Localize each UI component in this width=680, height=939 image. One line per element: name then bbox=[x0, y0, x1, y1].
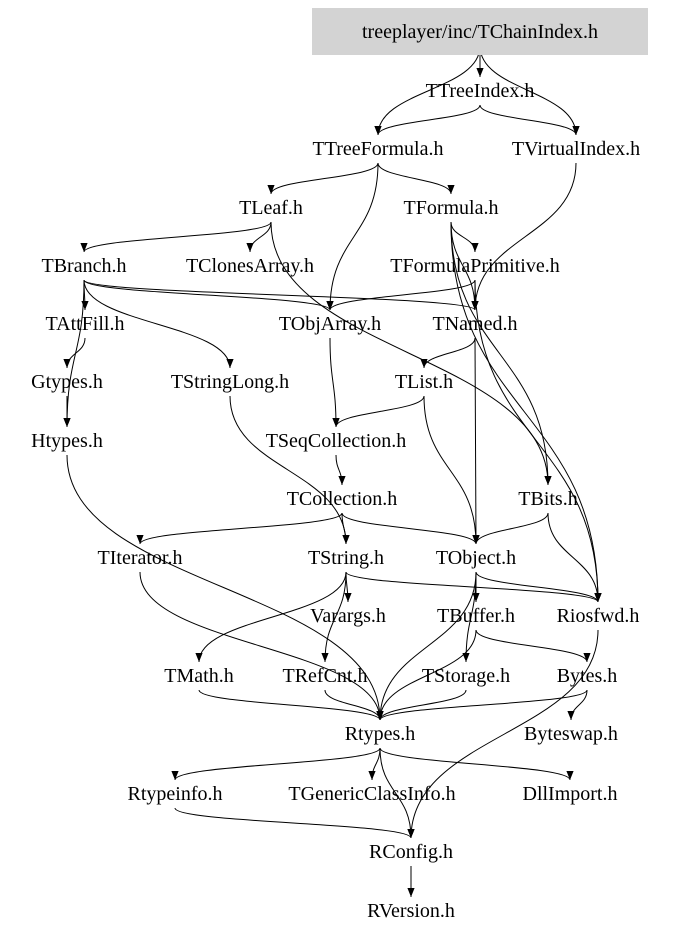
node-riosfwd-h[interactable]: Riosfwd.h bbox=[557, 605, 640, 627]
edge-20-26 bbox=[321, 571, 347, 663]
node-tlist-h[interactable]: TList.h bbox=[395, 371, 453, 393]
edge-13-20 bbox=[229, 395, 350, 545]
node-tgenericclassinfo-h[interactable]: TGenericClassInfo.h bbox=[288, 783, 455, 805]
node-tseqcollection-h[interactable]: TSeqCollection.h bbox=[266, 430, 407, 452]
edge-3-11 bbox=[471, 162, 577, 311]
node-dllimport-h[interactable]: DllImport.h bbox=[523, 783, 618, 805]
node-byteswap-h[interactable]: Byteswap.h bbox=[524, 723, 618, 745]
node-tbuffer-h[interactable]: TBuffer.h bbox=[437, 605, 515, 627]
edge-11-14 bbox=[420, 337, 476, 369]
edge-20-25 bbox=[195, 571, 347, 663]
node-rversion-h[interactable]: RVersion.h bbox=[367, 900, 455, 922]
edge-23-29 bbox=[376, 629, 477, 721]
edge-2-4 bbox=[267, 162, 379, 195]
edge-8-24 bbox=[474, 279, 602, 603]
node-ttreeformula-h[interactable]: TTreeFormula.h bbox=[313, 138, 444, 160]
edge-6-13 bbox=[83, 279, 234, 369]
node-treeplayer-inc-tchainindex-h[interactable]: treeplayer/inc/TChainIndex.h bbox=[362, 21, 598, 43]
node-tclonesarray-h[interactable]: TClonesArray.h bbox=[186, 255, 314, 277]
edge-14-16 bbox=[332, 395, 425, 428]
node-rconfig-h[interactable]: RConfig.h bbox=[369, 841, 453, 863]
edge-11-21 bbox=[472, 337, 480, 545]
node-htypes-h[interactable]: Htypes.h bbox=[31, 430, 103, 452]
node-tvirtualindex-h[interactable]: TVirtualIndex.h bbox=[512, 138, 640, 160]
edge-2-5 bbox=[377, 162, 455, 195]
edge-29-31 bbox=[171, 747, 381, 781]
edge-31-34 bbox=[174, 807, 415, 839]
node-tattfill-h[interactable]: TAttFill.h bbox=[46, 313, 125, 335]
edge-21-24 bbox=[475, 571, 602, 603]
edge-15-29 bbox=[66, 454, 384, 721]
edge-17-21 bbox=[341, 512, 480, 545]
edge-0-3 bbox=[479, 45, 580, 136]
edge-4-7 bbox=[246, 221, 272, 253]
node-trefcnt-h[interactable]: TRefCnt.h bbox=[283, 665, 368, 687]
node-titerator-h[interactable]: TIterator.h bbox=[98, 547, 183, 569]
node-varargs-h[interactable]: Varargs.h bbox=[310, 605, 386, 627]
node-tstring-h[interactable]: TString.h bbox=[308, 547, 384, 569]
edge-5-11 bbox=[450, 221, 479, 311]
node-tobjarray-h[interactable]: TObjArray.h bbox=[279, 313, 381, 335]
edge-5-8 bbox=[450, 221, 479, 253]
edge-21-27 bbox=[462, 571, 477, 663]
edge-25-29 bbox=[198, 689, 384, 721]
edge-5-24 bbox=[450, 221, 602, 603]
edge-1-3 bbox=[479, 104, 580, 136]
edge-9-12 bbox=[63, 337, 86, 369]
edge-2-10 bbox=[326, 162, 379, 311]
node-tbits-h[interactable]: TBits.h bbox=[518, 488, 577, 510]
node-bytes-h[interactable]: Bytes.h bbox=[557, 665, 618, 687]
edge-17-20 bbox=[341, 512, 350, 545]
edge-10-16 bbox=[329, 337, 340, 428]
edge-16-17 bbox=[335, 454, 346, 486]
edge-6-10 bbox=[83, 279, 334, 311]
node-tstorage-h[interactable]: TStorage.h bbox=[422, 665, 510, 687]
edge-23-28 bbox=[475, 629, 591, 663]
edge-4-6 bbox=[80, 221, 272, 253]
node-rtypeinfo-h[interactable]: Rtypeinfo.h bbox=[128, 783, 223, 805]
node-tleaf-h[interactable]: TLeaf.h bbox=[239, 197, 303, 219]
edge-0-2 bbox=[374, 45, 481, 136]
edge-26-29 bbox=[324, 689, 384, 721]
root-node-box bbox=[312, 8, 648, 55]
node-tformulaprimitive-h[interactable]: TFormulaPrimitive.h bbox=[390, 255, 559, 277]
edge-6-11 bbox=[83, 279, 479, 311]
edge-14-21 bbox=[423, 395, 480, 545]
edge-28-29 bbox=[376, 689, 588, 721]
edge-29-33 bbox=[379, 747, 574, 781]
edge-28-30 bbox=[567, 689, 588, 721]
node-gtypes-h[interactable]: Gtypes.h bbox=[31, 371, 103, 393]
edge-19-29 bbox=[139, 571, 384, 721]
edge-8-10 bbox=[326, 279, 476, 311]
node-tnamed-h[interactable]: TNamed.h bbox=[433, 313, 518, 335]
node-rtypes-h[interactable]: Rtypes.h bbox=[345, 723, 416, 745]
edge-18-24 bbox=[547, 512, 602, 603]
node-tformula-h[interactable]: TFormula.h bbox=[404, 197, 499, 219]
node-tstringlong-h[interactable]: TStringLong.h bbox=[171, 371, 289, 393]
edge-5-18 bbox=[450, 221, 552, 486]
edge-20-24 bbox=[345, 571, 602, 603]
node-tobject-h[interactable]: TObject.h bbox=[436, 547, 516, 569]
node-tmath-h[interactable]: TMath.h bbox=[164, 665, 233, 687]
node-tbranch-h[interactable]: TBranch.h bbox=[42, 255, 127, 277]
edge-29-34 bbox=[379, 747, 415, 839]
node-ttreeindex-h[interactable]: TTreeIndex.h bbox=[426, 80, 535, 102]
edge-21-29 bbox=[376, 571, 477, 721]
node-tcollection-h[interactable]: TCollection.h bbox=[287, 488, 398, 510]
edge-18-21 bbox=[472, 512, 549, 545]
edge-1-2 bbox=[374, 104, 481, 136]
edge-24-34 bbox=[407, 629, 599, 839]
edge-17-19 bbox=[136, 512, 343, 545]
